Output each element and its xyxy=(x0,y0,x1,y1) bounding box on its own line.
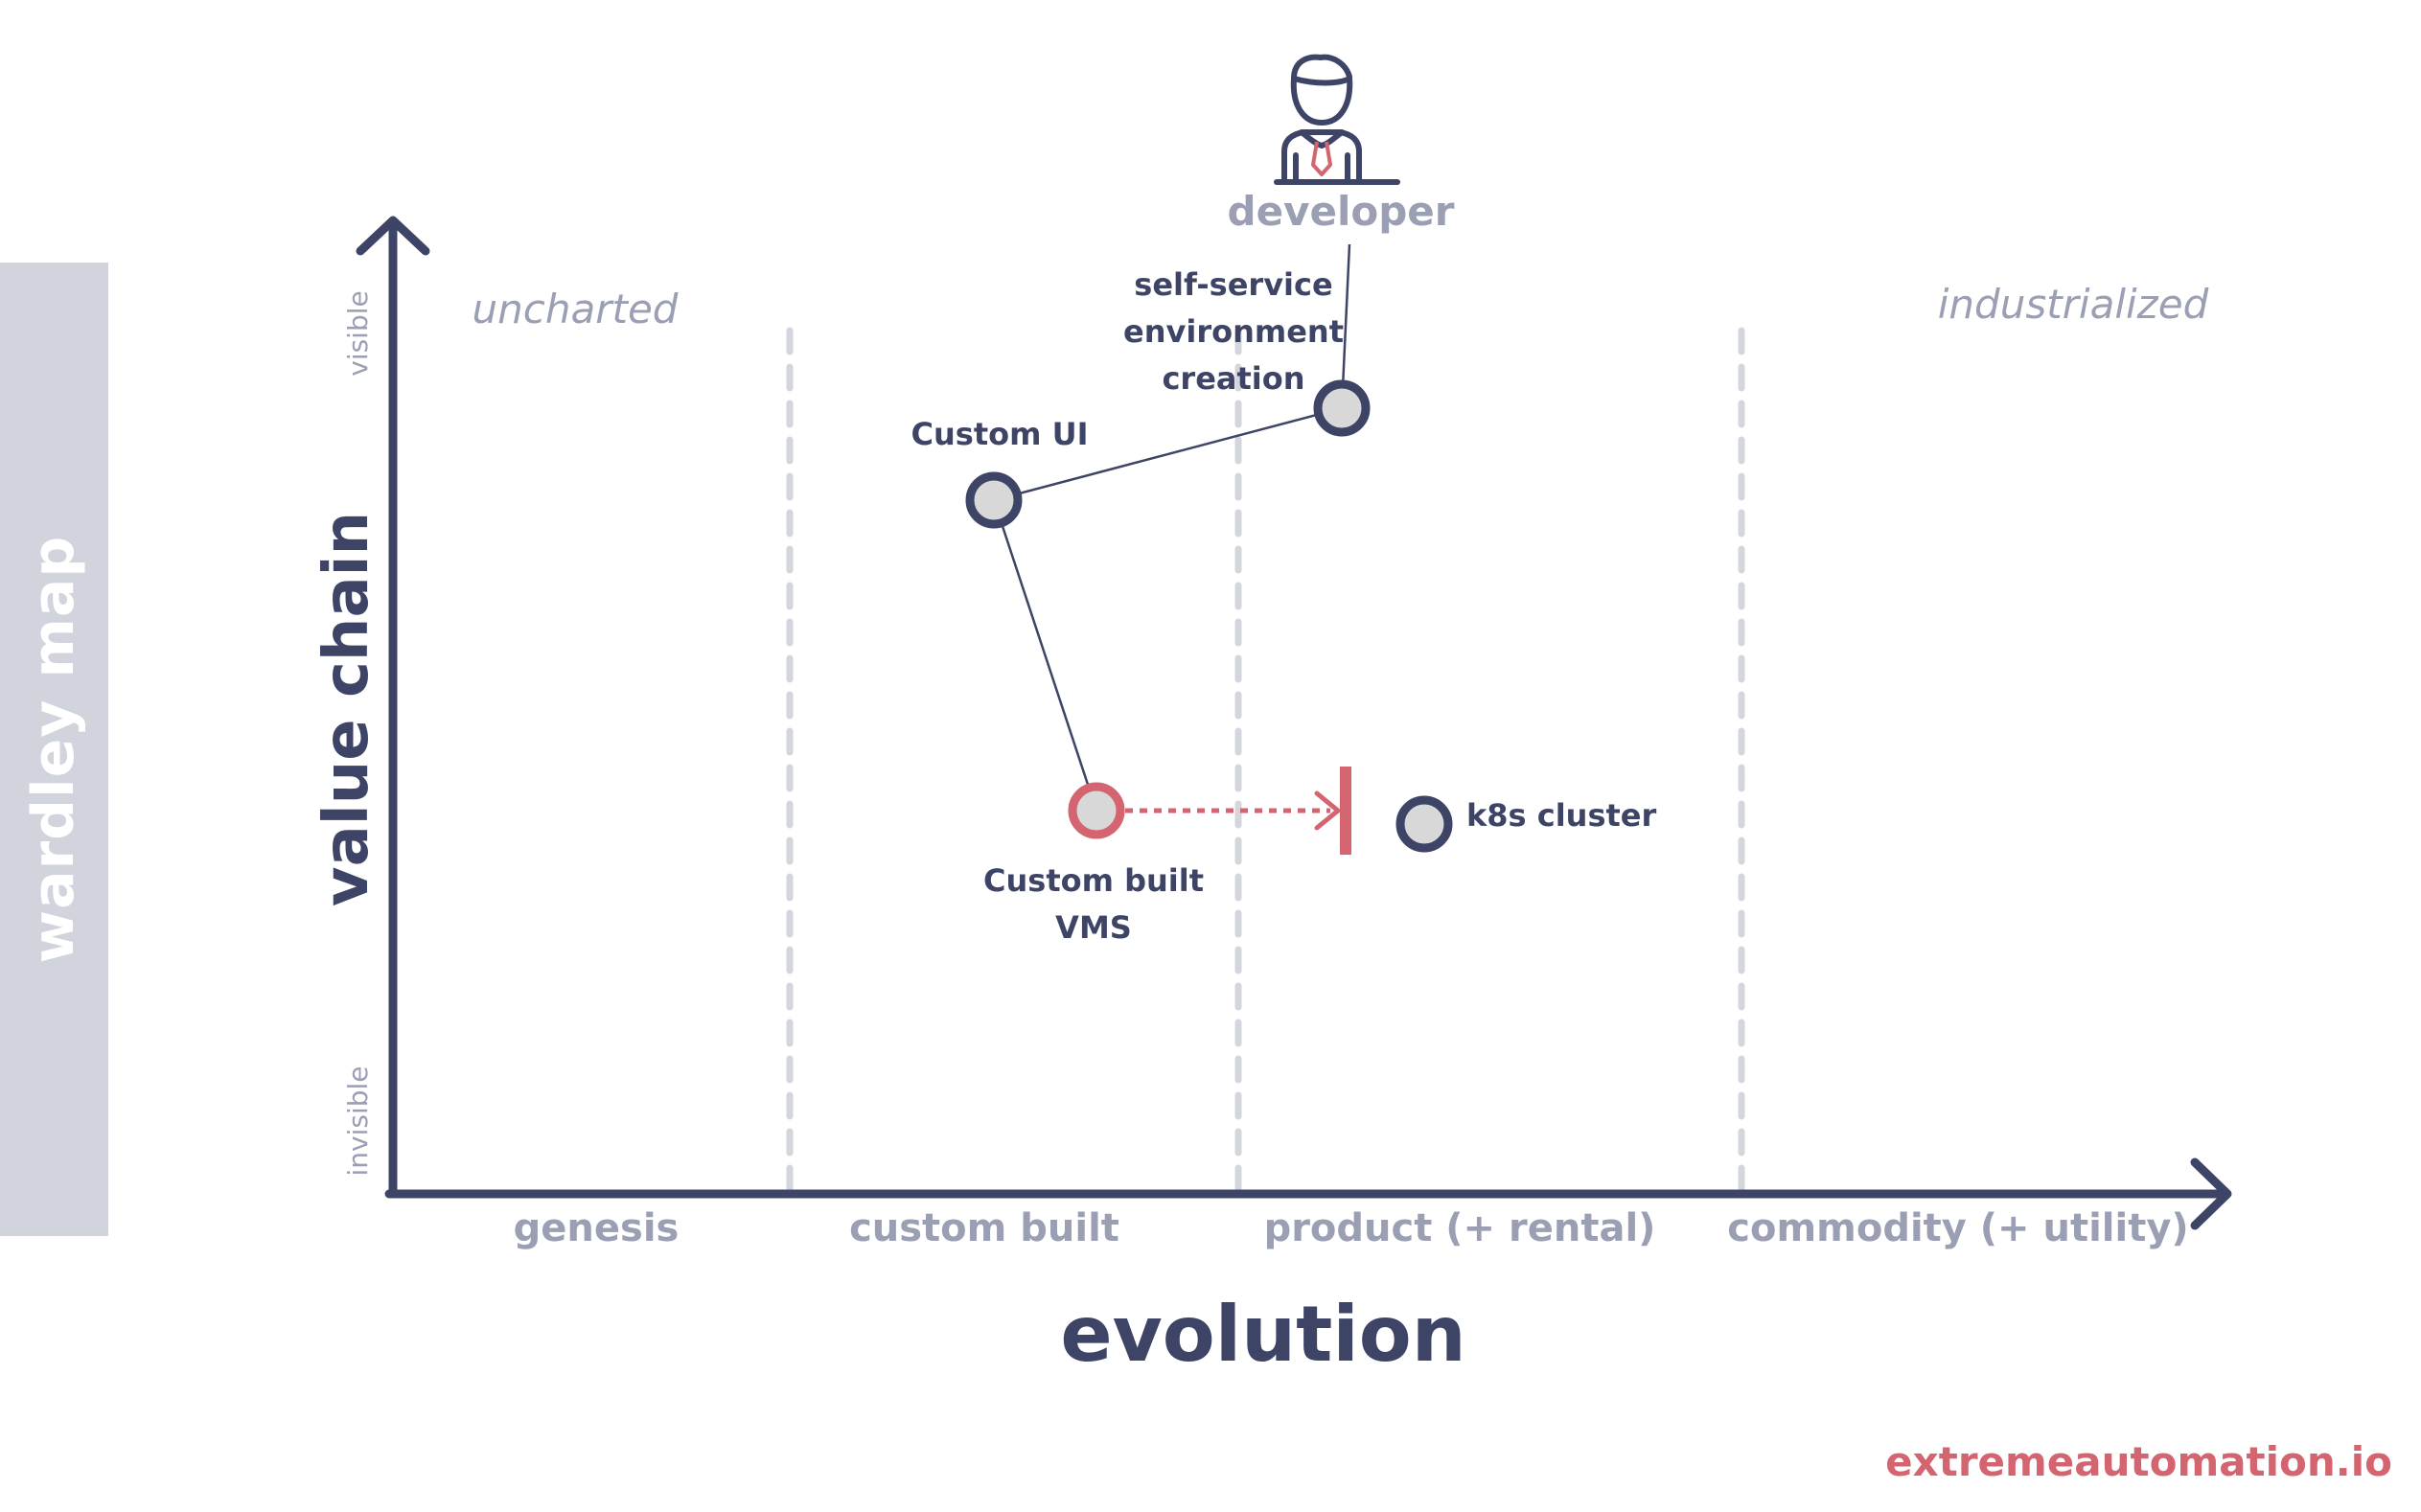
developer-user-icon xyxy=(1274,54,1400,185)
stage-custom-built: custom built xyxy=(849,1206,1119,1250)
y-axis-invisible-label: invisible xyxy=(342,1065,374,1176)
y-axis-arrowhead xyxy=(356,216,430,256)
label-k8s-cluster: k8s cluster xyxy=(1466,797,1657,834)
evolution-arrowhead xyxy=(1314,790,1341,831)
label-custom-vms-line1: Custom built xyxy=(983,862,1204,899)
label-self-service-line1: self-service xyxy=(1134,266,1332,303)
label-self-service-line2: environment xyxy=(1123,313,1344,350)
brand-footer: extremeautomation.io xyxy=(1885,1438,2392,1485)
label-custom-vms-line2: VMS xyxy=(1055,909,1132,946)
sidebar-tab xyxy=(0,263,108,1236)
y-axis-visible-label: visible xyxy=(342,290,374,377)
node-self-service xyxy=(1313,379,1371,437)
node-custom-ui xyxy=(965,471,1023,529)
label-custom-ui: Custom UI xyxy=(911,416,1089,452)
region-uncharted: uncharted xyxy=(473,286,679,332)
stage-product: product (+ rental) xyxy=(1264,1206,1656,1250)
stage-commodity: commodity (+ utility) xyxy=(1727,1206,2188,1250)
label-self-service-line3: creation xyxy=(1162,360,1304,397)
developer-label: developer xyxy=(1228,188,1455,235)
link-custom-ui-custom-vms xyxy=(992,499,1098,812)
link-self-service-custom-ui xyxy=(993,406,1343,502)
x-axis-title: evolution xyxy=(1060,1290,1465,1379)
y-axis-title: value chain xyxy=(311,512,382,906)
developer-tie-icon xyxy=(1311,141,1332,176)
region-industrialized: industrialized xyxy=(1938,281,2209,328)
node-k8s-cluster xyxy=(1395,795,1453,853)
stage-genesis: genesis xyxy=(514,1206,680,1250)
node-custom-vms xyxy=(1068,782,1125,839)
x-axis-arrowhead xyxy=(2190,1157,2232,1230)
